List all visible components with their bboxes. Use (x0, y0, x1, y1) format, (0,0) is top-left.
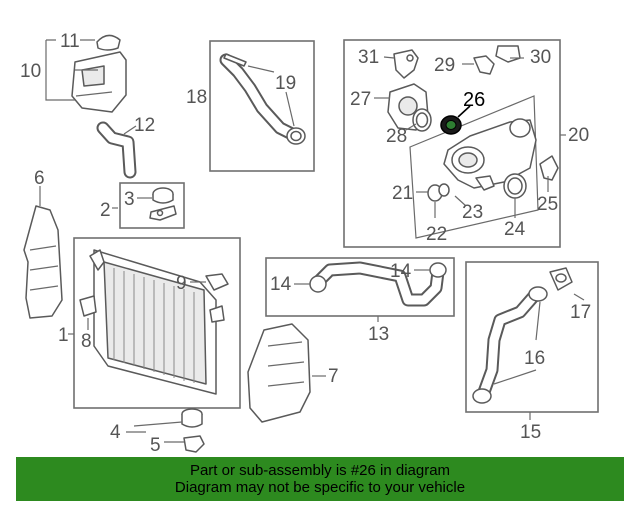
callout-3: 3 (124, 189, 135, 210)
callout-4: 4 (110, 422, 121, 443)
parts-diagram: 11 10 12 3 2 18 19 20 (20, 31, 599, 455)
callout-11: 11 (60, 31, 80, 52)
callout-10: 10 (20, 61, 41, 82)
callout-16: 16 (524, 348, 545, 369)
air-guard-7[interactable] (247, 323, 311, 423)
callout-15: 15 (520, 422, 541, 443)
callout-28: 28 (386, 126, 407, 147)
callout-8: 8 (81, 331, 92, 352)
radiator-core[interactable] (89, 249, 225, 395)
hose-clamp-14a[interactable] (309, 275, 327, 293)
callout-22: 22 (426, 224, 447, 245)
lower-hose-13[interactable] (311, 261, 445, 307)
thermostat-26[interactable] (440, 115, 462, 135)
callout-6: 6 (34, 168, 45, 189)
banner-line-1: Part or sub-assembly is #26 in diagram (189, 462, 451, 479)
hose-clamp[interactable] (223, 53, 306, 145)
callout-14b: 14 (390, 261, 412, 282)
seal-23[interactable] (438, 183, 450, 197)
hose-clamp-14b[interactable] (429, 262, 447, 278)
callout-20: 20 (568, 125, 589, 146)
cap-bracket[interactable] (149, 187, 177, 221)
callout-19: 19 (275, 73, 296, 94)
air-guard-6[interactable] (23, 205, 63, 319)
callout-9: 9 (176, 273, 187, 294)
callout-1: 1 (58, 325, 69, 346)
gasket-28[interactable] (412, 108, 432, 132)
hose-clamp-16[interactable] (472, 286, 548, 404)
overflow-hose[interactable] (96, 121, 137, 179)
callout-23: 23 (462, 202, 483, 223)
callout-2: 2 (100, 200, 111, 221)
callout-18: 18 (186, 87, 207, 108)
plug-5[interactable] (183, 435, 205, 453)
callout-24: 24 (504, 219, 526, 240)
banner-line-2: Diagram may not be specific to your vehi… (174, 479, 466, 496)
clip-30[interactable] (495, 45, 521, 63)
radiator-cap-9[interactable] (205, 273, 229, 291)
info-banner: Part or sub-assembly is #26 in diagram D… (16, 457, 624, 501)
reservoir-cap[interactable] (96, 34, 121, 51)
gasket-24[interactable] (503, 173, 527, 199)
bypass-hose-16[interactable] (477, 289, 541, 399)
thermostat-housing[interactable] (443, 118, 537, 191)
callout-13: 13 (368, 324, 389, 345)
gasket-25[interactable] (539, 155, 559, 181)
callout-21: 21 (392, 183, 413, 204)
reservoir-tank[interactable] (71, 51, 127, 113)
callout-25: 25 (537, 194, 558, 215)
callout-31: 31 (358, 47, 379, 68)
upper-hose[interactable] (219, 53, 299, 141)
bracket-8[interactable] (79, 295, 97, 317)
callout-26: 26 (463, 89, 485, 111)
callout-17: 17 (570, 302, 591, 323)
callout-14a: 14 (270, 274, 292, 295)
fitting-17[interactable] (549, 267, 573, 291)
callout-12: 12 (134, 115, 155, 136)
sensor-29[interactable] (473, 55, 495, 75)
callout-27: 27 (350, 89, 371, 110)
callout-29: 29 (434, 55, 455, 76)
cap-4[interactable] (181, 408, 203, 428)
callout-30: 30 (530, 47, 551, 68)
callout-5: 5 (150, 435, 161, 455)
bracket-31[interactable] (393, 49, 419, 79)
callout-7: 7 (328, 366, 339, 387)
